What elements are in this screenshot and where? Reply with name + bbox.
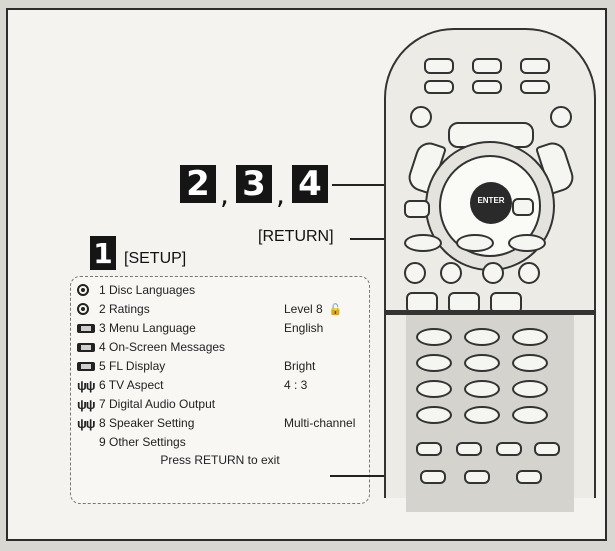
- remote-button[interactable]: [508, 234, 546, 252]
- menu-item-label: 6 TV Aspect: [99, 378, 164, 392]
- menu-item-value: Multi-channel: [284, 416, 356, 430]
- remote-button[interactable]: [516, 470, 542, 484]
- return-label: [RETURN]: [258, 228, 334, 245]
- enter-button[interactable]: [470, 182, 512, 224]
- remote-button[interactable]: [404, 200, 430, 218]
- number-button[interactable]: [464, 380, 500, 398]
- menu-item-menu-language[interactable]: 3 Menu Language English: [77, 319, 367, 337]
- remote-button[interactable]: [424, 58, 454, 74]
- remote-button[interactable]: [520, 58, 550, 74]
- menu-item-label: 4 On-Screen Messages: [99, 340, 226, 354]
- menu-item-speaker-setting[interactable]: ψψ 8 Speaker Setting Multi-channel: [77, 414, 367, 432]
- speaker-icon: ψψ: [77, 415, 96, 431]
- step-1-marker: 1: [90, 236, 116, 270]
- menu-item-value: Bright: [284, 359, 316, 373]
- enter-label: ENTER: [477, 196, 505, 205]
- menu-item-other-settings[interactable]: 9 Other Settings: [77, 433, 367, 451]
- separator-comma: ,: [220, 178, 229, 211]
- menu-item-value: Level 8: [284, 302, 323, 316]
- remote-button[interactable]: [534, 442, 560, 456]
- menu-item-label: 1 Disc Languages: [99, 283, 196, 297]
- speaker-icon: ψψ: [77, 377, 96, 393]
- number-button[interactable]: [464, 328, 500, 346]
- disc-icon: [77, 283, 99, 297]
- remote-button[interactable]: [472, 58, 502, 74]
- menu-item-label: 2 Ratings: [99, 302, 150, 316]
- menu-item-label: 9 Other Settings: [99, 435, 186, 449]
- lock-icon: 🔓: [328, 303, 343, 316]
- remote-button[interactable]: [404, 262, 426, 284]
- setup-menu-screen: 1 Disc Languages 2 Ratings Level 8 🔓 3 M…: [70, 276, 370, 504]
- number-button[interactable]: [416, 328, 452, 346]
- menu-item-label: 5 FL Display: [99, 359, 166, 373]
- number-button[interactable]: [416, 406, 452, 424]
- tape-icon: [77, 321, 99, 335]
- step-4-marker: 4: [292, 164, 328, 204]
- separator-comma: ,: [276, 178, 285, 211]
- menu-item-digital-audio-output[interactable]: ψψ 7 Digital Audio Output: [77, 395, 367, 413]
- remote-button[interactable]: [520, 80, 550, 94]
- menu-footer-hint: Press RETURN to exit: [160, 453, 280, 467]
- menu-item-label: 7 Digital Audio Output: [99, 397, 216, 411]
- menu-item-on-screen-messages[interactable]: 4 On-Screen Messages: [77, 338, 367, 356]
- number-button[interactable]: [464, 406, 500, 424]
- remote-button[interactable]: [482, 262, 504, 284]
- menu-item-label: 3 Menu Language: [99, 321, 196, 335]
- remote-button[interactable]: [404, 234, 442, 252]
- remote-button[interactable]: [550, 106, 572, 128]
- number-button[interactable]: [416, 354, 452, 372]
- return-button[interactable]: [512, 198, 534, 216]
- menu-item-label: 8 Speaker Setting: [99, 416, 195, 430]
- menu-item-tv-aspect[interactable]: ψψ 6 TV Aspect 4 : 3: [77, 376, 367, 394]
- remote-button[interactable]: [424, 80, 454, 94]
- menu-item-disc-languages[interactable]: 1 Disc Languages: [77, 281, 367, 299]
- remote-button[interactable]: [456, 234, 494, 252]
- remote-button[interactable]: [518, 262, 540, 284]
- menu-item-ratings[interactable]: 2 Ratings Level 8 🔓: [77, 300, 367, 318]
- number-button[interactable]: [464, 354, 500, 372]
- number-button[interactable]: [512, 380, 548, 398]
- menu-item-fl-display[interactable]: 5 FL Display Bright: [77, 357, 367, 375]
- number-button[interactable]: [416, 380, 452, 398]
- step-2-marker: 2: [180, 164, 216, 204]
- remote-control: ENTER: [384, 28, 596, 512]
- remote-button[interactable]: [440, 262, 462, 284]
- step-3-marker: 3: [236, 164, 272, 204]
- tape-icon: [77, 359, 99, 373]
- remote-button[interactable]: [496, 442, 522, 456]
- number-button[interactable]: [512, 354, 548, 372]
- number-button[interactable]: [512, 328, 548, 346]
- setup-button[interactable]: [420, 470, 446, 484]
- remote-divider: [386, 310, 594, 315]
- remote-button[interactable]: [464, 470, 490, 484]
- disc-icon: [77, 302, 99, 316]
- number-button[interactable]: [512, 406, 548, 424]
- speaker-icon: ψψ: [77, 396, 96, 412]
- remote-button[interactable]: [410, 106, 432, 128]
- menu-item-value: 4 : 3: [284, 378, 308, 392]
- remote-button[interactable]: [472, 80, 502, 94]
- menu-item-value: English: [284, 321, 324, 335]
- remote-button[interactable]: [416, 442, 442, 456]
- remote-button[interactable]: [456, 442, 482, 456]
- setup-label: [SETUP]: [124, 250, 187, 267]
- tape-icon: [77, 340, 99, 354]
